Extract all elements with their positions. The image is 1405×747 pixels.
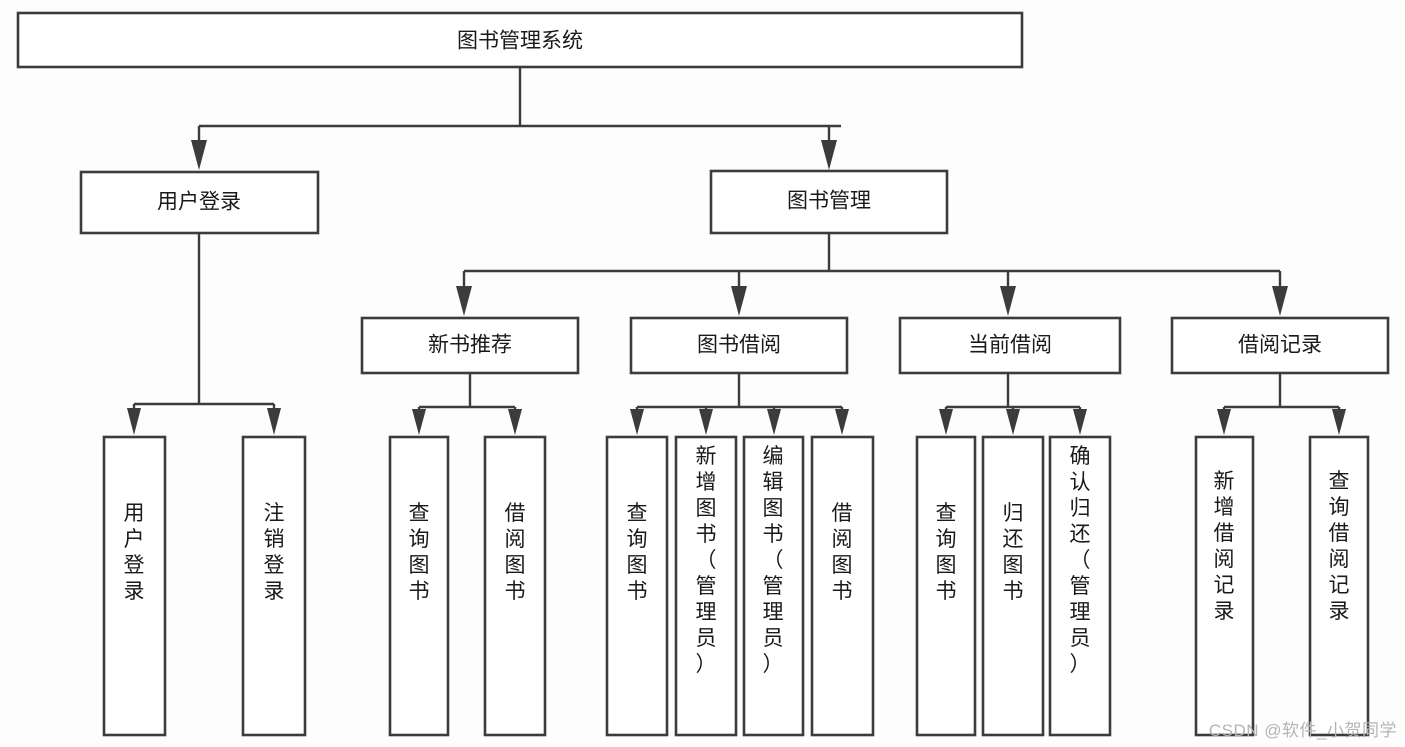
leaf-query-book-3-label: 查询图书: [936, 502, 957, 603]
leaf-edit-book-box[interactable]: [742, 435, 805, 737]
arrow-head-current-borrow: [1000, 286, 1016, 316]
leaf-node-confirm-return[interactable]: 确认归还（管理员）: [1048, 435, 1112, 737]
arrow-head-book-borrow: [731, 286, 747, 316]
csdn-watermark: CSDN @软件_小贺同学: [1208, 721, 1397, 740]
leaf-query-book-2-box[interactable]: [605, 435, 669, 737]
node-new-book-recommend[interactable]: 新书推荐: [360, 316, 580, 375]
leaf-borrow-book-1-box[interactable]: [483, 435, 547, 737]
arrow-head-leaf-confirm-return: [1073, 409, 1087, 435]
leaf-node-add-book[interactable]: 新增图书（管理员）: [674, 435, 738, 737]
connector-group-book-manage: [456, 233, 1288, 316]
leaf-add-record-box[interactable]: [1194, 435, 1255, 737]
leaf-user-logout-label: 注销登录: [264, 502, 285, 603]
connector-group-user-login: [127, 233, 281, 435]
arrow-head-leaf-query-book-3: [939, 409, 953, 435]
leaf-confirm-return-box[interactable]: [1048, 435, 1112, 737]
leaf-query-book-3-box[interactable]: [915, 435, 977, 737]
leaf-query-record-label: 查询借阅记录: [1329, 470, 1350, 623]
node-root[interactable]: 图书管理系统: [16, 11, 1024, 69]
arrow-head-leaf-edit-book: [767, 409, 781, 435]
leaf-node-borrow-book-2[interactable]: 借阅图书: [810, 435, 875, 737]
connector-group-current-borrow: [939, 373, 1087, 435]
node-book-manage-box[interactable]: [709, 169, 949, 235]
leaf-return-book-label: 归还图书: [1003, 502, 1024, 603]
leaf-node-query-record[interactable]: 查询借阅记录: [1308, 435, 1370, 737]
leaf-node-add-record[interactable]: 新增借阅记录: [1194, 435, 1255, 737]
node-new-book-recommend-label: 新书推荐: [428, 334, 512, 357]
arrow-head-leaf-query-book-1: [412, 409, 426, 435]
arrow-head-leaf-add-record: [1217, 409, 1231, 435]
node-current-borrow-box[interactable]: [898, 316, 1122, 375]
leaf-return-book-box[interactable]: [981, 435, 1045, 737]
arrow-head-leaf-add-book: [699, 409, 713, 435]
leaf-user-login-box[interactable]: [102, 435, 167, 737]
arrow-head-leaf-query-book-2: [630, 409, 644, 435]
leaf-query-book-1-box[interactable]: [388, 435, 450, 737]
arrow-head-leaf-return-book: [1006, 409, 1020, 435]
node-user-login-label: 用户登录: [157, 191, 241, 214]
arrow-head-leaf-user-logout: [267, 408, 281, 435]
node-book-borrow-box[interactable]: [629, 316, 849, 375]
leaf-query-book-2-label: 查询图书: [627, 502, 648, 603]
leaf-node-query-book-1[interactable]: 查询图书: [388, 435, 450, 737]
leaf-node-user-login[interactable]: 用户登录: [102, 435, 167, 737]
leaf-query-book-1-label: 查询图书: [409, 502, 430, 603]
node-book-borrow[interactable]: 图书借阅: [629, 316, 849, 375]
leaf-add-book-label: 新增图书（管理员）: [696, 445, 717, 676]
leaf-node-return-book[interactable]: 归还图书: [981, 435, 1045, 737]
arrow-head-new-book-recommend: [456, 286, 472, 316]
leaf-confirm-return-label: 确认归还（管理员）: [1070, 445, 1091, 676]
node-current-borrow-label: 当前借阅: [968, 334, 1052, 357]
node-current-borrow[interactable]: 当前借阅: [898, 316, 1122, 375]
leaf-query-record-box[interactable]: [1308, 435, 1370, 737]
arrow-head-user-login: [191, 140, 207, 170]
node-borrow-record-label: 借阅记录: [1238, 334, 1322, 357]
arrow-head-borrow-record: [1272, 286, 1288, 316]
arrow-head-leaf-borrow-book-2: [835, 409, 849, 435]
arrow-head-leaf-user-login: [127, 408, 141, 435]
connector-group-root: [191, 67, 841, 170]
leaf-edit-book-label: 编辑图书（管理员）: [763, 445, 784, 676]
node-user-login[interactable]: 用户登录: [79, 170, 320, 235]
node-book-manage[interactable]: 图书管理: [709, 169, 949, 235]
leaf-borrow-book-1-label: 借阅图书: [505, 502, 526, 603]
connector-group-borrow-record: [1217, 373, 1346, 435]
leaf-borrow-book-2-box[interactable]: [810, 435, 875, 737]
arrow-head-leaf-query-record: [1332, 409, 1346, 435]
leaf-node-borrow-book-1[interactable]: 借阅图书: [483, 435, 547, 737]
node-root-box[interactable]: [16, 11, 1024, 69]
node-book-manage-label: 图书管理: [787, 190, 871, 213]
leaf-add-book-box[interactable]: [674, 435, 738, 737]
leaf-add-record-label: 新增借阅记录: [1214, 470, 1235, 623]
node-book-borrow-label: 图书借阅: [697, 334, 781, 357]
leaf-node-query-book-3[interactable]: 查询图书: [915, 435, 977, 737]
connector-group-new-book-recommend: [412, 373, 522, 435]
leaf-user-login-label: 用户登录: [124, 502, 145, 603]
leaf-node-user-logout[interactable]: 注销登录: [241, 435, 307, 737]
leaf-node-edit-book[interactable]: 编辑图书（管理员）: [742, 435, 805, 737]
arrow-head-book-manage: [821, 140, 837, 170]
connector-group-book-borrow: [630, 373, 849, 435]
node-borrow-record[interactable]: 借阅记录: [1170, 316, 1390, 375]
leaf-borrow-book-2-label: 借阅图书: [832, 502, 853, 603]
node-new-book-recommend-box[interactable]: [360, 316, 580, 375]
node-root-label: 图书管理系统: [457, 30, 583, 53]
node-borrow-record-box[interactable]: [1170, 316, 1390, 375]
leaf-node-query-book-2[interactable]: 查询图书: [605, 435, 669, 737]
leaf-user-logout-box[interactable]: [241, 435, 307, 737]
arrow-head-leaf-borrow-book-1: [508, 409, 522, 435]
node-user-login-box[interactable]: [79, 170, 320, 235]
